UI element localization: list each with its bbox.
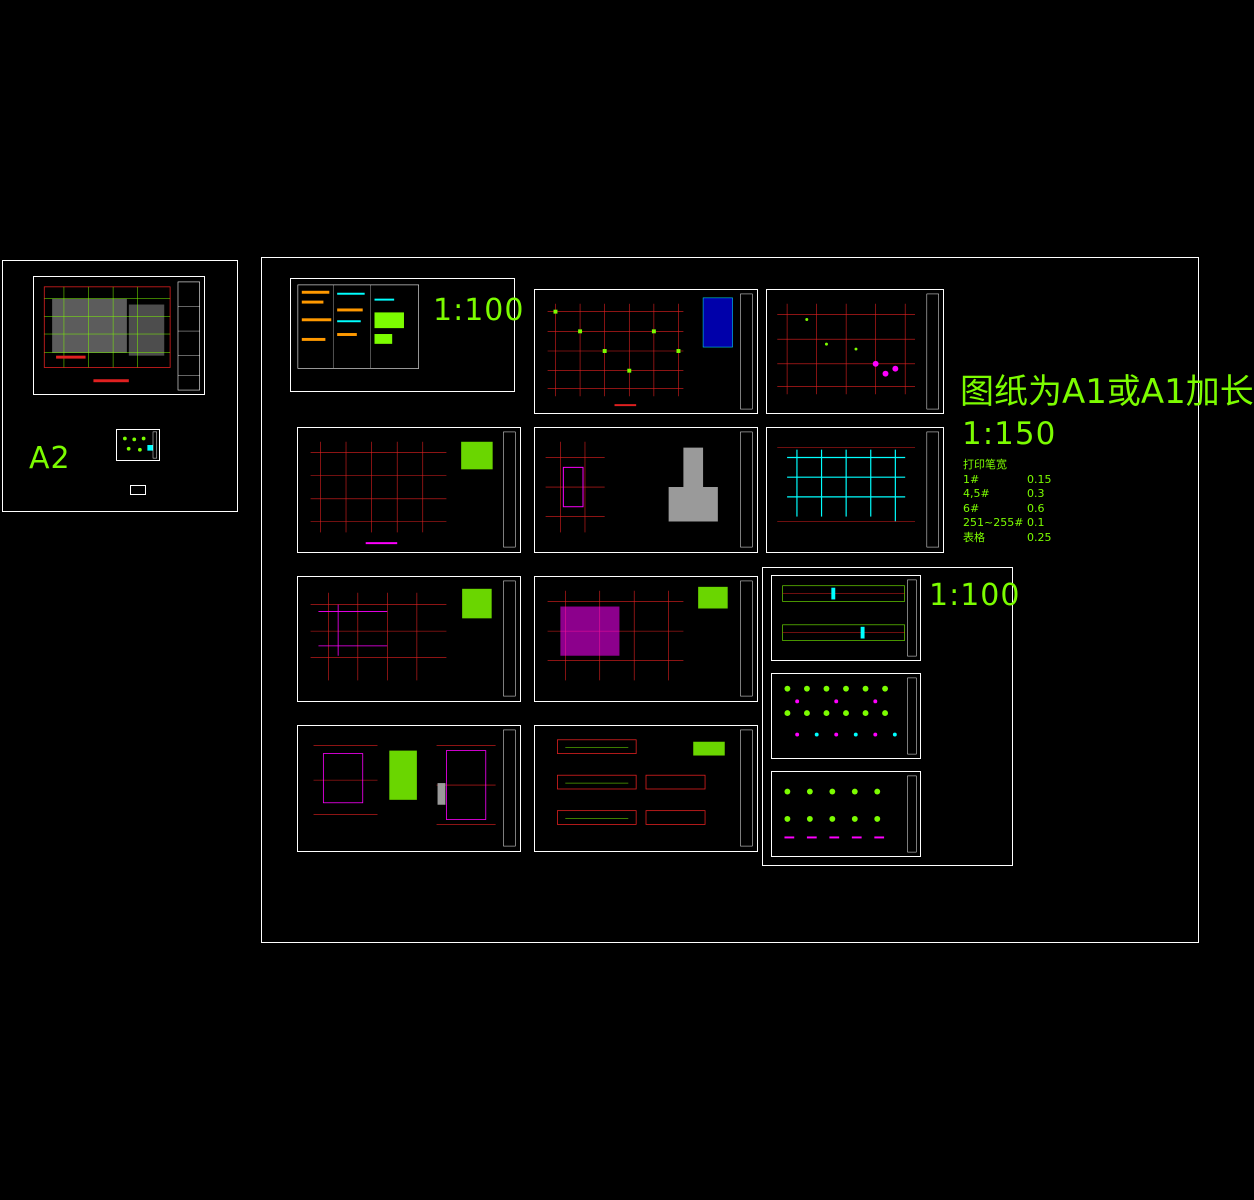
sheet-pile-plan-drawing <box>777 293 939 410</box>
scale-label-main: 1:150 <box>962 416 1057 452</box>
sheet-slab-plan[interactable] <box>766 427 944 553</box>
sheet-elevations[interactable] <box>771 575 921 661</box>
pen-width-row: 4,5#0.3 <box>963 487 1045 500</box>
sheet-column-plan[interactable] <box>297 427 521 553</box>
sheet-node-details-2[interactable] <box>771 771 921 857</box>
a2-sheet-small-drawing <box>123 431 157 459</box>
sheet-beam-plan-2-drawing <box>547 580 753 697</box>
sheet-core-detail[interactable] <box>534 427 758 553</box>
sheet-elevations-drawing <box>782 579 917 657</box>
paper-size-note: 图纸为A1或A1加长 <box>960 372 1254 412</box>
sheet-foundation-plan-drawing <box>547 293 753 410</box>
a2-sheet-plan[interactable] <box>33 276 205 395</box>
pen-width-row: 1#0.15 <box>963 472 1052 486</box>
sheet-core-detail-drawing <box>545 431 753 548</box>
sheet-slab-plan-drawing <box>777 431 939 548</box>
pen-width-row: 6#0.6 <box>963 501 1045 515</box>
pen-width-row: 251~255#0.1 <box>963 516 1045 529</box>
main-group-frame <box>261 257 1199 943</box>
sheet-foundation-plan[interactable] <box>534 289 758 414</box>
a2-sheet-small[interactable] <box>116 429 160 461</box>
scale-label-top: 1:100 <box>433 293 525 328</box>
sheet-stair-plan[interactable] <box>297 725 521 852</box>
sheet-node-details-2-drawing <box>784 775 917 853</box>
sheet-beam-plan-1-drawing <box>310 580 516 697</box>
sheet-beam-plan-1[interactable] <box>297 576 521 702</box>
pen-width-table: 打印笔宽 1#0.15 4,5#0.3 6#0.6 251~255#0.1 表格… <box>963 458 1052 545</box>
sheet-node-details-1-drawing <box>784 677 917 755</box>
a2-sheet-plan-drawing <box>43 281 200 391</box>
a2-group-frame: A2 <box>2 260 238 512</box>
pen-width-title: 打印笔宽 <box>963 458 1007 471</box>
sheet-beam-plan-2[interactable] <box>534 576 758 702</box>
sheet-notes-drawing <box>297 284 420 369</box>
sheet-column-plan-drawing <box>310 431 516 548</box>
a2-tag <box>130 485 146 495</box>
sheet-notes[interactable]: 1:100 <box>290 278 523 392</box>
sheet-section-details[interactable] <box>534 725 758 852</box>
sheet-pile-plan[interactable] <box>766 289 944 414</box>
scale-label-right: 1:100 <box>929 578 1021 613</box>
sheet-stair-plan-drawing <box>313 729 516 847</box>
sheet-section-details-drawing <box>557 729 753 847</box>
a2-label: A2 <box>29 441 71 476</box>
sheet-node-details-1[interactable] <box>771 673 921 759</box>
detail-group-frame: 1:100 <box>762 567 1019 866</box>
